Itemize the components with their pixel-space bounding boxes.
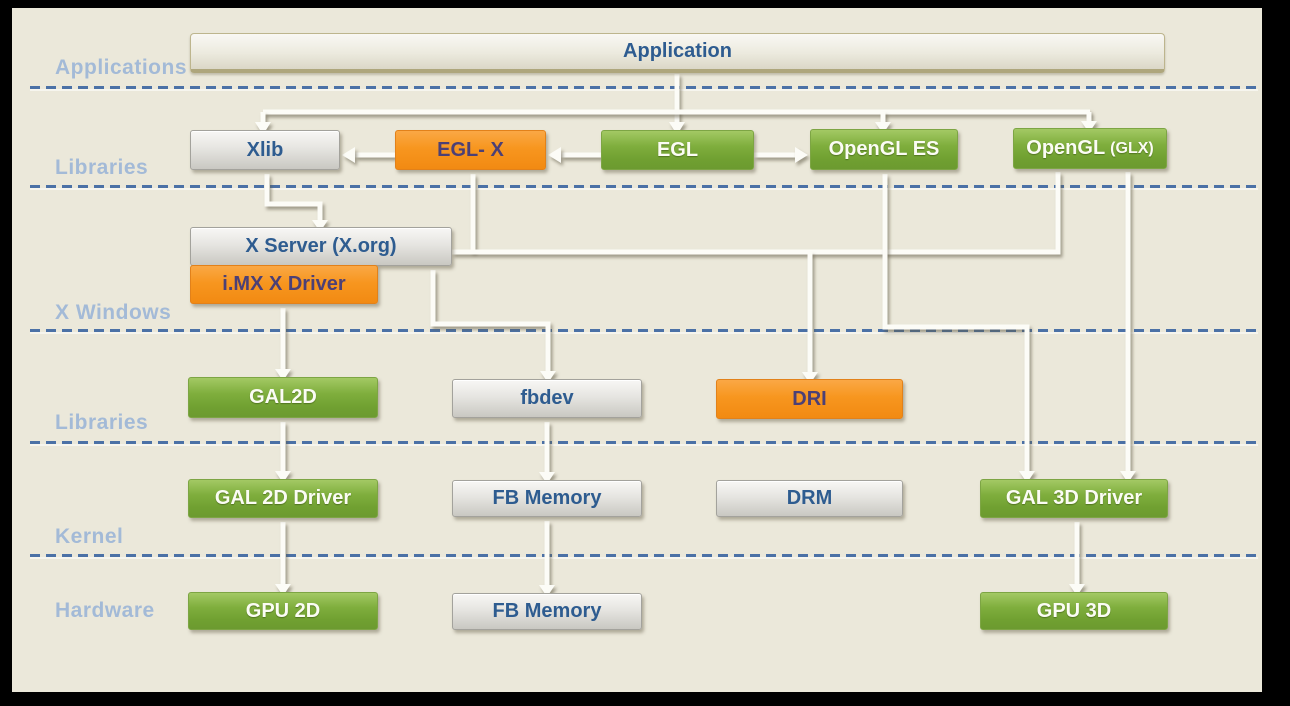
layer-divider — [30, 185, 1258, 188]
layer-label-applications: Applications — [55, 56, 188, 79]
connector-openglglx-to-gal3ddrv — [1120, 172, 1136, 483]
node-gpu-2d: GPU 2D — [188, 592, 378, 630]
connector-network-to-dri — [452, 172, 1061, 384]
layer-divider — [30, 86, 1258, 89]
connector-egl-to-opengles — [754, 147, 808, 163]
diagram-canvas: Applications Libraries X Windows Librari… — [12, 8, 1262, 692]
node-opengl-es: OpenGL ES — [810, 129, 958, 170]
node-fb-memory: FB Memory — [452, 480, 642, 517]
node-gpu-3d: GPU 3D — [980, 592, 1168, 630]
node-opengl-glx-suffix: (GLX) — [1110, 139, 1154, 157]
node-opengl-glx: OpenGL (GLX) — [1013, 128, 1167, 169]
node-drm: DRM — [716, 480, 903, 517]
node-fb-memory-hw: FB Memory — [452, 593, 642, 630]
connector-fbdev-to-fbmem — [539, 422, 555, 484]
node-opengl-glx-main: OpenGL — [1026, 137, 1106, 159]
connector-xserver-to-fbdev — [430, 270, 556, 383]
connector-imx-to-gal2d — [275, 308, 291, 381]
layer-label-kernel: Kernel — [55, 525, 124, 548]
connector-application-fanout — [255, 74, 1097, 135]
node-xlib: Xlib — [190, 130, 340, 170]
connector-fbmem-to-fbmemhw — [539, 521, 555, 597]
node-dri: DRI — [716, 379, 903, 419]
connector-egl-to-eglx — [548, 147, 601, 163]
connector-opengles-to-gal3ddrv — [882, 174, 1035, 483]
node-application: Application — [190, 33, 1165, 73]
layer-label-x-windows: X Windows — [55, 301, 172, 324]
node-egl-x: EGL- X — [395, 130, 546, 170]
node-egl: EGL — [601, 130, 754, 170]
connector-gal2ddrv-to-gpu2d — [275, 522, 291, 596]
node-gal2d: GAL2D — [188, 377, 378, 418]
layer-label-libraries-bottom: Libraries — [55, 411, 149, 434]
connector-gal2d-to-gal2ddrv — [275, 422, 291, 483]
layer-label-hardware: Hardware — [55, 599, 155, 622]
layer-divider — [30, 441, 1258, 444]
layer-label-libraries-top: Libraries — [55, 156, 149, 179]
node-gal-3d-driver: GAL 3D Driver — [980, 479, 1168, 518]
connector-gal3ddrv-to-gpu3d — [1069, 522, 1085, 596]
connector-arrows — [255, 74, 1136, 597]
layer-divider — [30, 554, 1258, 557]
node-gal-2d-driver: GAL 2D Driver — [188, 479, 378, 518]
node-imx-x-driver: i.MX X Driver — [190, 265, 378, 304]
node-x-server: X Server (X.org) — [190, 227, 452, 266]
node-fbdev: fbdev — [452, 379, 642, 418]
connector-xlib-to-xserver — [264, 174, 328, 232]
layer-divider — [30, 329, 1258, 332]
connector-eglx-to-xlib — [342, 147, 395, 163]
